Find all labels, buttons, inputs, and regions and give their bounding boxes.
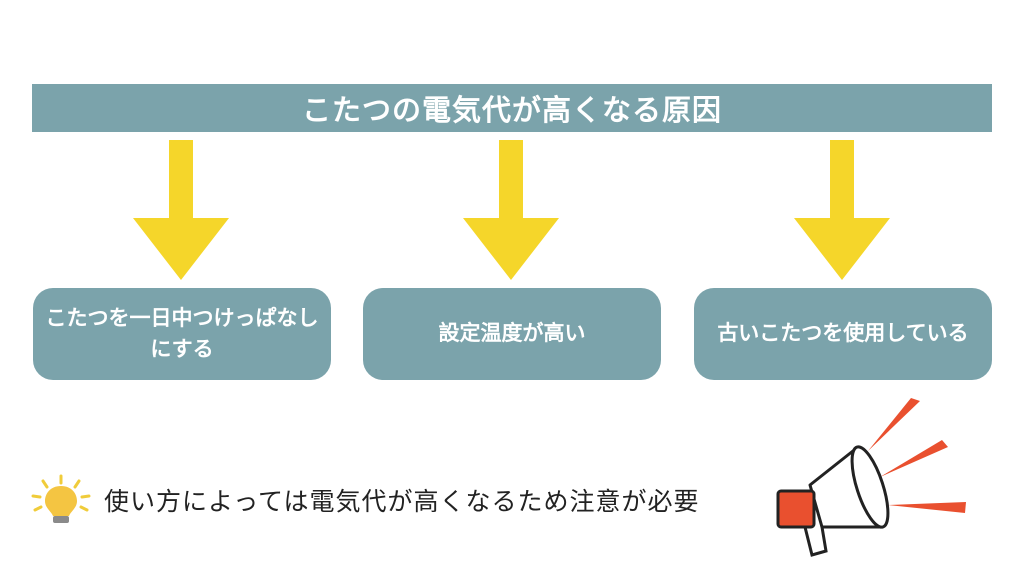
- note: 使い方によっては電気代が高くなるため注意が必要: [30, 474, 700, 524]
- arrow-down-icon: [794, 140, 890, 280]
- arrow-shape: [133, 140, 229, 280]
- cause-label: 設定温度が高い: [438, 321, 586, 346]
- arrow-down-icon: [133, 140, 229, 280]
- arrow-shape: [794, 140, 890, 280]
- diagram-title: こたつの電気代が高くなる原因: [301, 93, 722, 127]
- title-banner: こたつの電気代が高くなる原因: [32, 84, 992, 132]
- arrow-shape: [463, 140, 559, 280]
- sound-burst: [880, 440, 948, 477]
- megaphone-bell: [850, 445, 890, 529]
- sound-burst: [868, 398, 920, 451]
- cause-box-1: こたつを一日中つけっぱなしにする: [33, 288, 331, 380]
- arrow-down-icon: [463, 140, 559, 280]
- note-text: 使い方によっては電気代が高くなるため注意が必要: [104, 487, 700, 516]
- cause-label: 古いこたつを使用している: [717, 321, 969, 346]
- cause-box-2: 設定温度が高い: [363, 288, 661, 380]
- cause-box-3: 古いこたつを使用している: [694, 288, 992, 380]
- megaphone-icon: [776, 398, 966, 557]
- megaphone-mouthpiece: [776, 489, 816, 529]
- sound-burst: [888, 502, 966, 513]
- cause-label: こたつを一日中つけっぱなしにする: [45, 305, 319, 362]
- lightbulb-icon: [31, 474, 91, 523]
